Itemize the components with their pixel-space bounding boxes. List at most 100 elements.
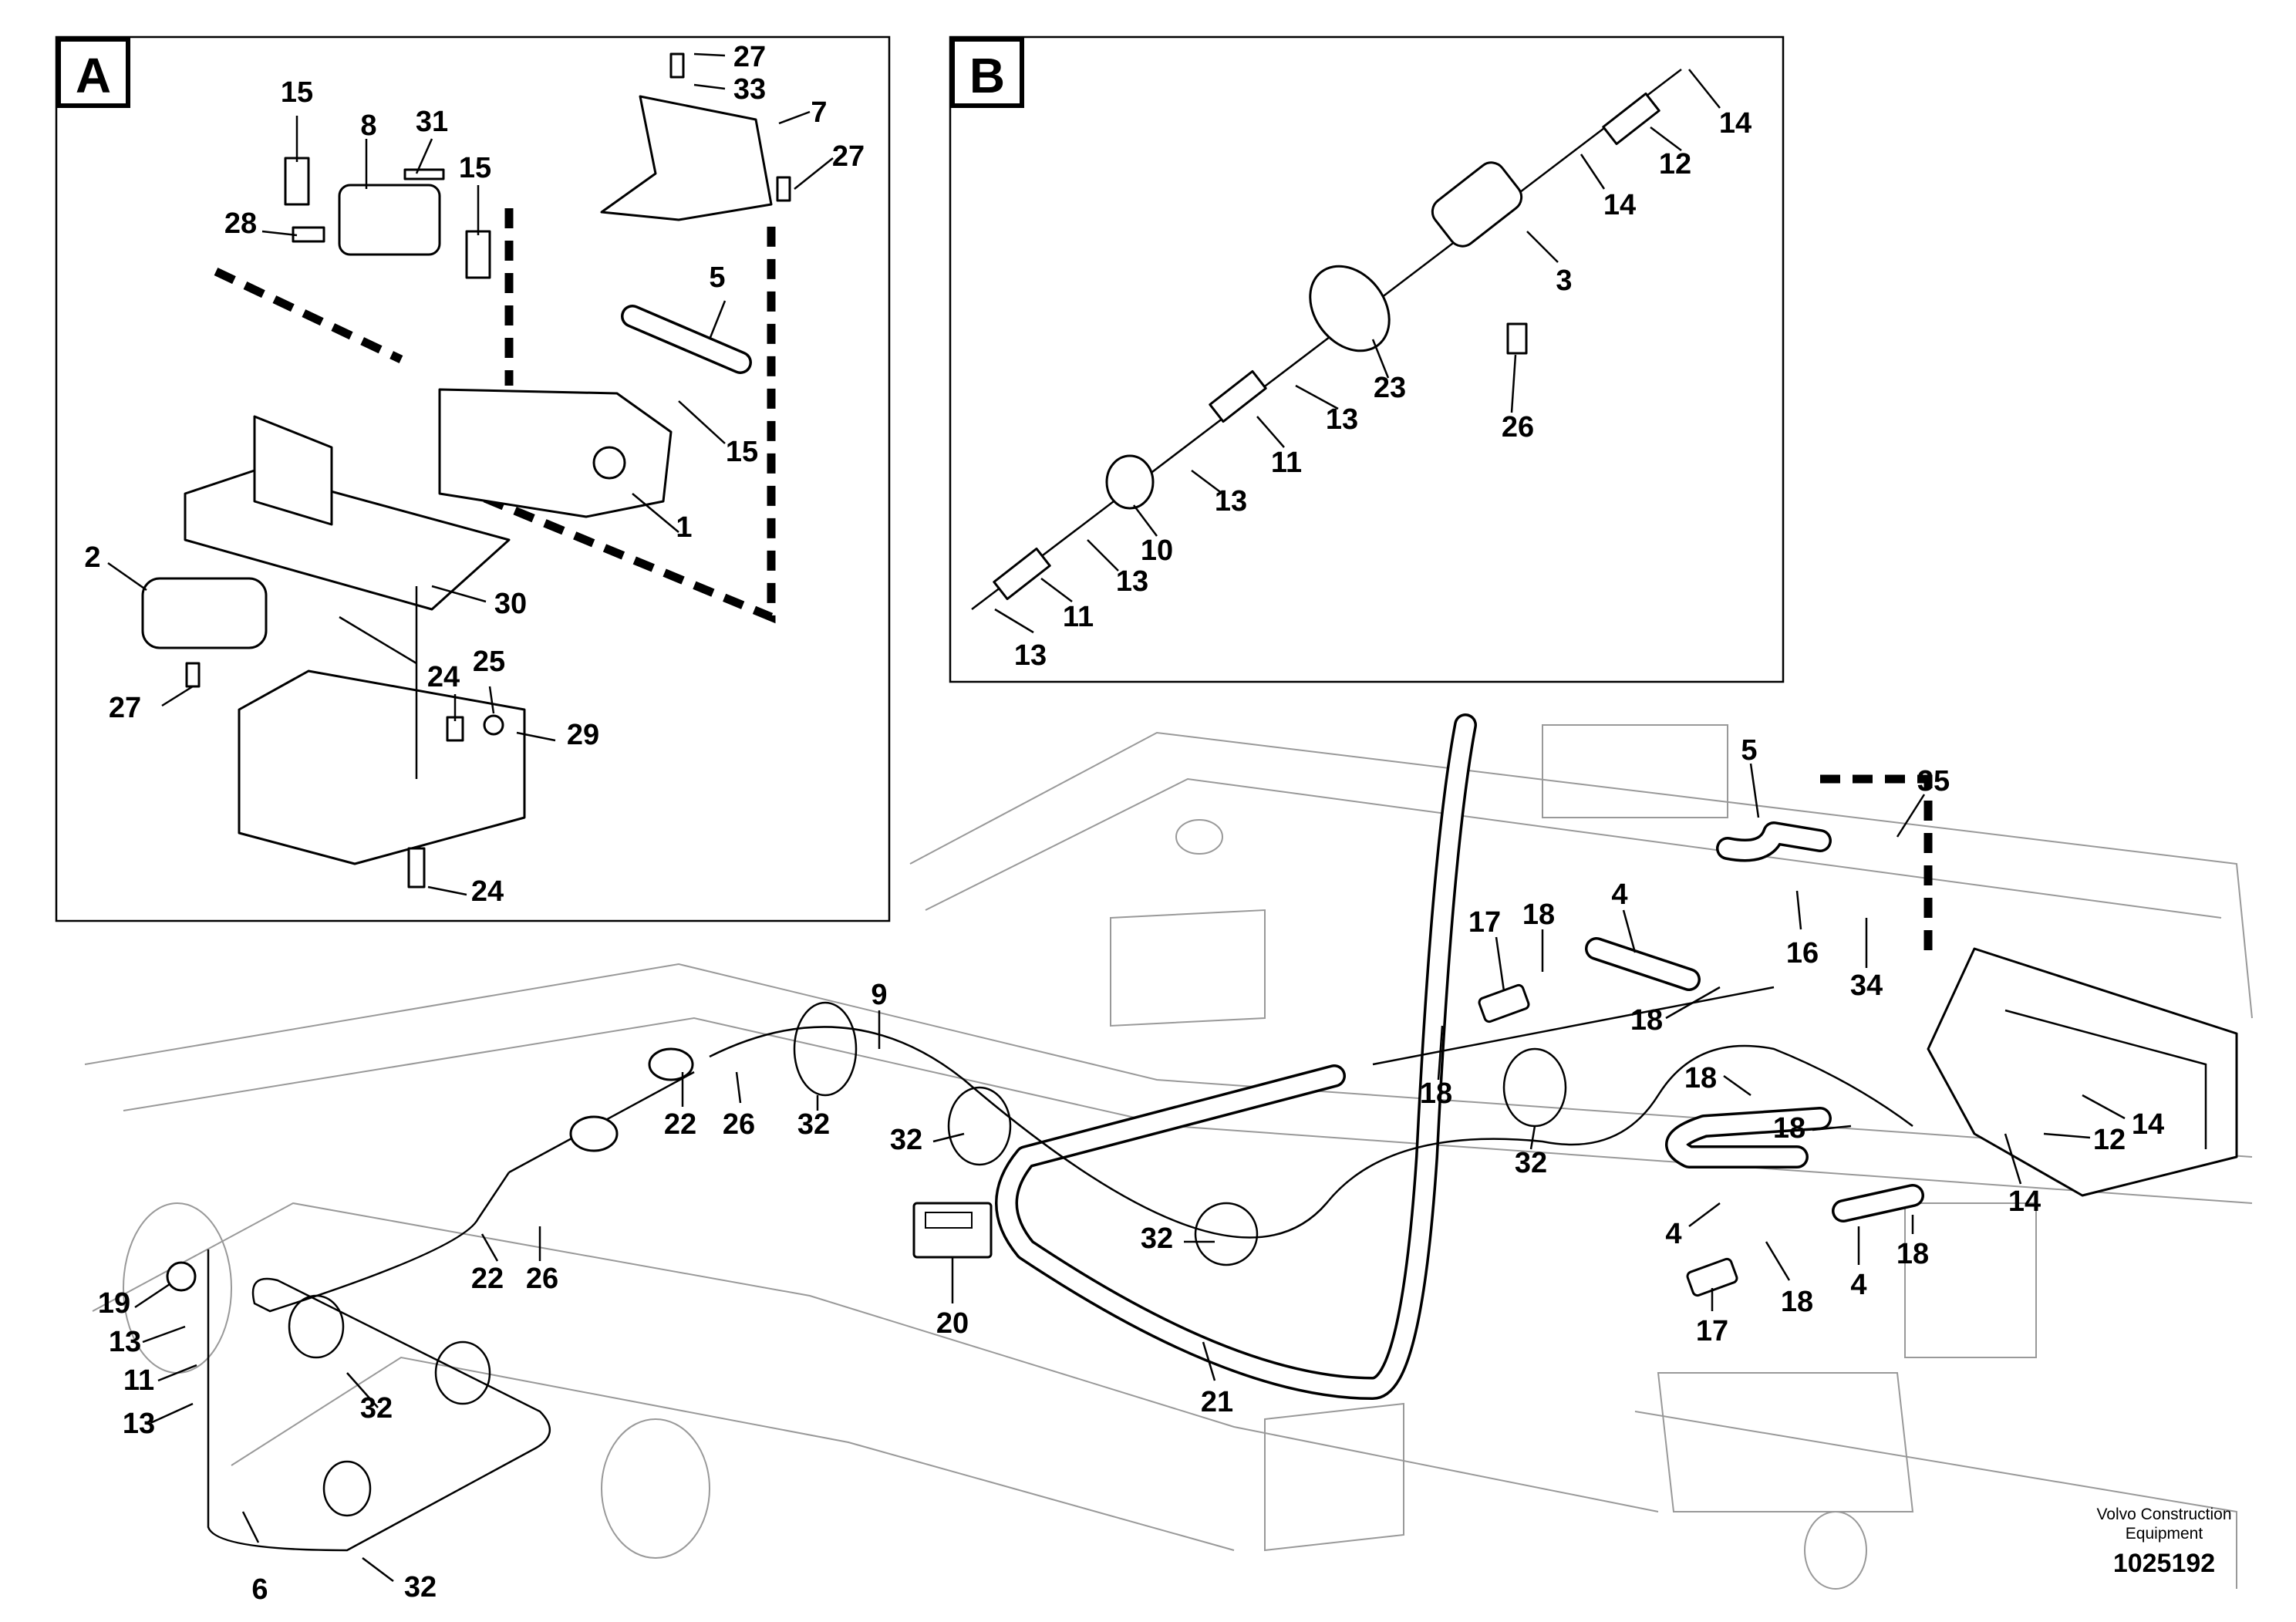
callout: 4	[1850, 1269, 1866, 1301]
filter	[569, 1115, 619, 1152]
inset-a-label: A	[76, 48, 111, 103]
callout: 8	[360, 110, 376, 142]
damper-19	[166, 1261, 197, 1292]
callout: 14	[1603, 189, 1636, 221]
callout: 7	[811, 96, 827, 129]
bracket-7	[600, 95, 773, 221]
callout: 23	[1374, 372, 1406, 404]
callout: 12	[2093, 1124, 2126, 1156]
callout: 13	[1326, 403, 1358, 436]
callout: 5	[1741, 734, 1757, 767]
bracket-23	[1309, 265, 1391, 352]
callout: 4	[1611, 878, 1627, 911]
filter	[648, 1047, 694, 1081]
bolt-26	[1506, 322, 1528, 355]
bolt-27	[185, 662, 201, 688]
callout: 26	[1502, 411, 1534, 443]
callout: 9	[871, 979, 887, 1011]
fuel-line-9	[709, 1026, 1913, 1239]
drawing-number: 1025192	[2112, 1549, 2216, 1578]
inset-b: B	[949, 35, 1785, 683]
callout: 11	[123, 1364, 154, 1397]
callout: 18	[1773, 1112, 1805, 1145]
callout: 15	[459, 152, 491, 184]
cable-tie-32	[793, 1001, 858, 1097]
callout: 25	[473, 646, 505, 678]
bolt-27	[669, 52, 685, 79]
callout: 24	[427, 661, 460, 693]
callout: 13	[1014, 639, 1047, 672]
callout: 2	[84, 541, 100, 574]
hose-11	[1209, 369, 1267, 423]
control-panel-20	[912, 1202, 993, 1259]
callout: 22	[664, 1108, 696, 1141]
callout: 13	[109, 1326, 141, 1358]
inset-a: A	[55, 35, 891, 922]
callout: 10	[1141, 534, 1173, 567]
callout: 18	[1522, 899, 1555, 931]
callouts-main: 5 35 4 17 18 16 34 9 18 18 22 26 32 32 1…	[98, 734, 2164, 1606]
connection-dash	[453, 224, 776, 624]
callout: 24	[471, 875, 504, 908]
damper-10	[1105, 454, 1155, 510]
callout: 18	[1420, 1077, 1452, 1110]
bracket-29	[238, 669, 526, 865]
callout: 32	[1141, 1222, 1173, 1255]
screw-31	[403, 168, 445, 180]
callout: 14	[1719, 107, 1752, 140]
callout: 18	[1781, 1286, 1813, 1318]
hose-11	[993, 547, 1051, 601]
clamp-15	[465, 230, 491, 279]
washer-25	[483, 714, 504, 736]
cable-tie-32	[322, 1460, 372, 1517]
callout: 18	[1630, 1004, 1663, 1037]
callout: 22	[471, 1263, 504, 1295]
callout: 27	[733, 41, 766, 73]
callout: 6	[251, 1573, 268, 1606]
callout: 32	[1515, 1147, 1547, 1179]
cable-tie-32	[947, 1086, 1012, 1166]
hose-12	[1602, 92, 1660, 146]
callout: 12	[1659, 148, 1691, 180]
callout: 27	[832, 140, 865, 173]
cable-tie-32	[1502, 1047, 1567, 1128]
clamp-15	[284, 157, 310, 206]
callout: 13	[1116, 565, 1148, 598]
callout: 29	[567, 719, 599, 751]
heater-1	[438, 388, 673, 518]
bolt-24	[407, 847, 426, 889]
callout: 32	[797, 1108, 830, 1141]
callout: 13	[1215, 485, 1247, 518]
callout: 18	[1896, 1238, 1929, 1270]
fuel-pump-2	[141, 577, 268, 649]
callout: 11	[1271, 447, 1302, 479]
callout: 17	[1696, 1315, 1728, 1347]
machine-frame-outline	[84, 724, 2253, 1590]
callout: 20	[936, 1307, 969, 1340]
callout: 27	[109, 692, 141, 724]
callout: 13	[123, 1408, 155, 1440]
callout: 32	[404, 1571, 437, 1603]
callout: 32	[360, 1392, 393, 1425]
callout: 28	[224, 207, 257, 240]
callout: 1	[676, 511, 692, 544]
callout: 33	[733, 73, 766, 106]
pin-28	[292, 226, 325, 243]
callout: 14	[2008, 1185, 2041, 1218]
callout: 34	[1850, 969, 1883, 1002]
fitting-17	[1686, 1257, 1738, 1297]
bolt-27	[776, 176, 791, 202]
callout: 14	[2132, 1108, 2164, 1141]
fuel-line-6	[207, 1172, 551, 1552]
callout: 3	[1556, 265, 1572, 297]
callout: 15	[281, 76, 313, 109]
cable-tie-32	[1194, 1202, 1259, 1266]
cable-tie-32	[434, 1340, 491, 1405]
connection-dash	[214, 268, 403, 363]
organization-caption: Volvo Construction Equipment	[2096, 1506, 2232, 1543]
callouts-inset-a: 27 33 7 27 15 8 31 15 28 5 15 1 2 30 24 …	[84, 41, 865, 908]
fuel-filter-3	[1431, 161, 1523, 248]
fitting-17	[1478, 983, 1530, 1023]
connection-dash	[1820, 774, 1933, 956]
